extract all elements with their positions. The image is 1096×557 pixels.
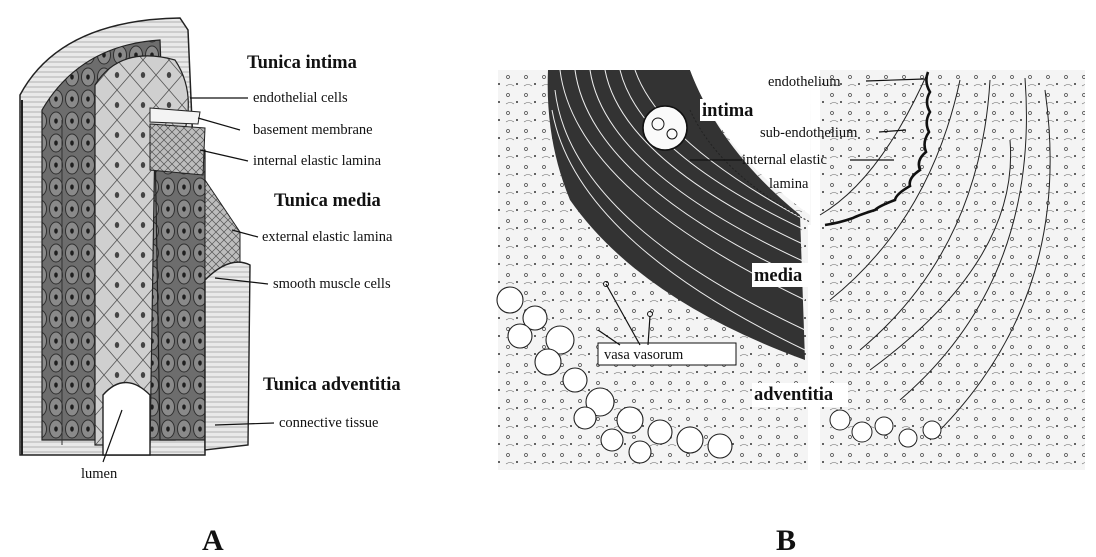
label-smooth-muscle-cells: smooth muscle cells xyxy=(273,276,391,292)
heading-tunica-media: Tunica media xyxy=(274,191,381,211)
label-external-elastic-lamina: external elastic lamina xyxy=(262,229,393,245)
label-endothelial-cells: endothelial cells xyxy=(253,90,348,106)
label-internal-elastic-lamina: internal elastic lamina xyxy=(253,153,382,169)
label-lumen: lumen xyxy=(81,466,118,482)
vessel-wall-drawing xyxy=(20,18,250,455)
label-media: media xyxy=(754,266,802,286)
label-lamina: lamina xyxy=(769,176,809,192)
label-endothelium: endothelium xyxy=(768,74,841,90)
label-basement-membrane: basement membrane xyxy=(253,122,373,138)
panel-letter-b: B xyxy=(776,524,796,557)
heading-tunica-intima: Tunica intima xyxy=(247,53,357,73)
label-internal-elastic: internal elastic xyxy=(742,152,827,168)
label-adventitia: adventitia xyxy=(754,385,833,405)
label-sub-endothelium: sub-endothelium xyxy=(760,125,858,141)
panel-letter-a: A xyxy=(202,524,224,557)
label-connective-tissue: connective tissue xyxy=(279,415,378,431)
label-intima: intima xyxy=(702,101,753,121)
heading-tunica-adventitia: Tunica adventitia xyxy=(263,375,401,395)
label-vasa-vasorum: vasa vasorum xyxy=(604,347,684,363)
